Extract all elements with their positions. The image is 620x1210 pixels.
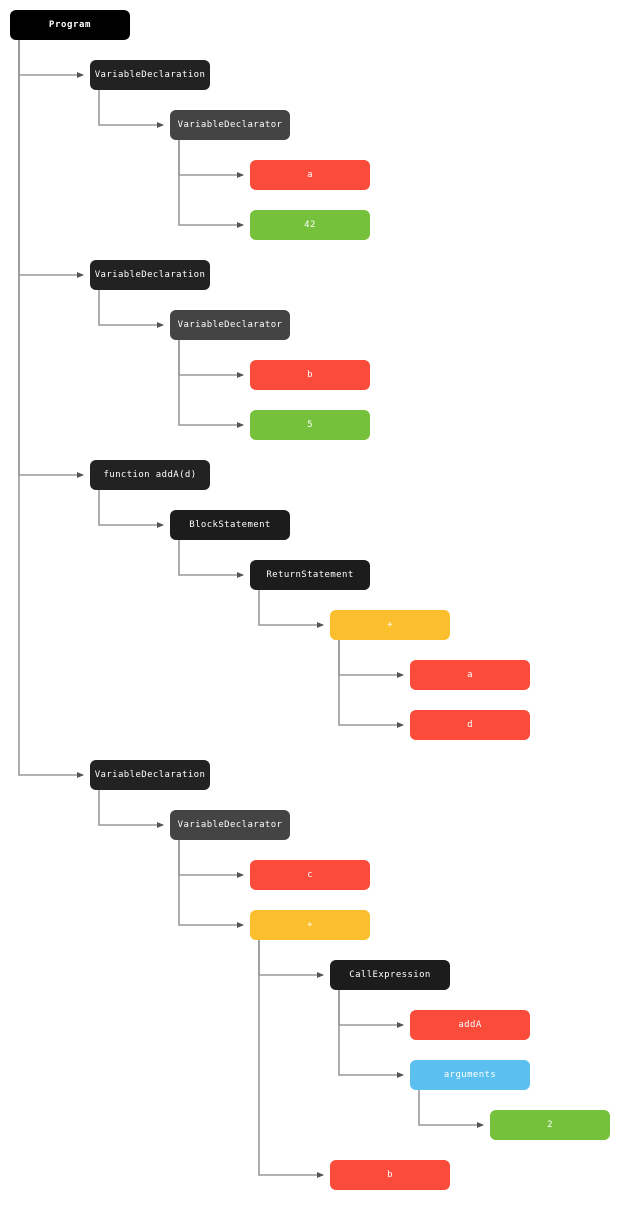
ast-node-id_addA[interactable]: addA	[410, 1010, 530, 1040]
ast-node-id_b2[interactable]: b	[330, 1160, 450, 1190]
edge-plus1-to-id_d	[338, 640, 404, 728]
edge-vdr2-to-lit_5	[178, 340, 244, 428]
edge-vd2-to-vdr2	[98, 290, 164, 328]
edge-plus2-to-call	[258, 940, 324, 978]
edge-vd1-to-vdr1	[98, 90, 164, 128]
edge-program-to-vd2	[18, 40, 84, 278]
edge-program-to-vd3	[18, 40, 84, 778]
edge-vdr1-to-lit_42	[178, 140, 244, 228]
ast-node-lit_42[interactable]: 42	[250, 210, 370, 240]
edge-plus1-to-id_a2	[338, 640, 404, 678]
ast-node-vdr1[interactable]: VariableDeclarator	[170, 110, 290, 140]
ast-node-vd3[interactable]: VariableDeclaration	[90, 760, 210, 790]
ast-node-lit_2[interactable]: 2	[490, 1110, 610, 1140]
edge-plus2-to-id_b2	[258, 940, 324, 1178]
edge-call-to-id_addA	[338, 990, 404, 1028]
ast-node-block[interactable]: BlockStatement	[170, 510, 290, 540]
edge-block-to-ret	[178, 540, 244, 578]
ast-node-id_a1[interactable]: a	[250, 160, 370, 190]
ast-node-call[interactable]: CallExpression	[330, 960, 450, 990]
edge-vdr3-to-plus2	[178, 840, 244, 928]
ast-node-vdr3[interactable]: VariableDeclarator	[170, 810, 290, 840]
edge-args-to-lit_2	[418, 1090, 484, 1128]
ast-node-id_a2[interactable]: a	[410, 660, 530, 690]
ast-node-id_d[interactable]: d	[410, 710, 530, 740]
ast-node-program[interactable]: Program	[10, 10, 130, 40]
edge-vdr3-to-id_c	[178, 840, 244, 878]
ast-node-ret[interactable]: ReturnStatement	[250, 560, 370, 590]
ast-node-args[interactable]: arguments	[410, 1060, 530, 1090]
ast-node-vd2[interactable]: VariableDeclaration	[90, 260, 210, 290]
ast-node-lit_5[interactable]: 5	[250, 410, 370, 440]
edge-fn-to-block	[98, 490, 164, 528]
edge-vd3-to-vdr3	[98, 790, 164, 828]
ast-node-id_c[interactable]: c	[250, 860, 370, 890]
ast-node-vd1[interactable]: VariableDeclaration	[90, 60, 210, 90]
edge-program-to-vd1	[18, 40, 84, 78]
edge-ret-to-plus1	[258, 590, 324, 628]
edge-vdr1-to-id_a1	[178, 140, 244, 178]
ast-node-vdr2[interactable]: VariableDeclarator	[170, 310, 290, 340]
edge-vdr2-to-id_b1	[178, 340, 244, 378]
ast-node-plus1[interactable]: +	[330, 610, 450, 640]
edge-call-to-args	[338, 990, 404, 1078]
ast-node-id_b1[interactable]: b	[250, 360, 370, 390]
edge-program-to-fn	[18, 40, 84, 478]
ast-node-plus2[interactable]: +	[250, 910, 370, 940]
ast-node-fn[interactable]: function addA(d)	[90, 460, 210, 490]
